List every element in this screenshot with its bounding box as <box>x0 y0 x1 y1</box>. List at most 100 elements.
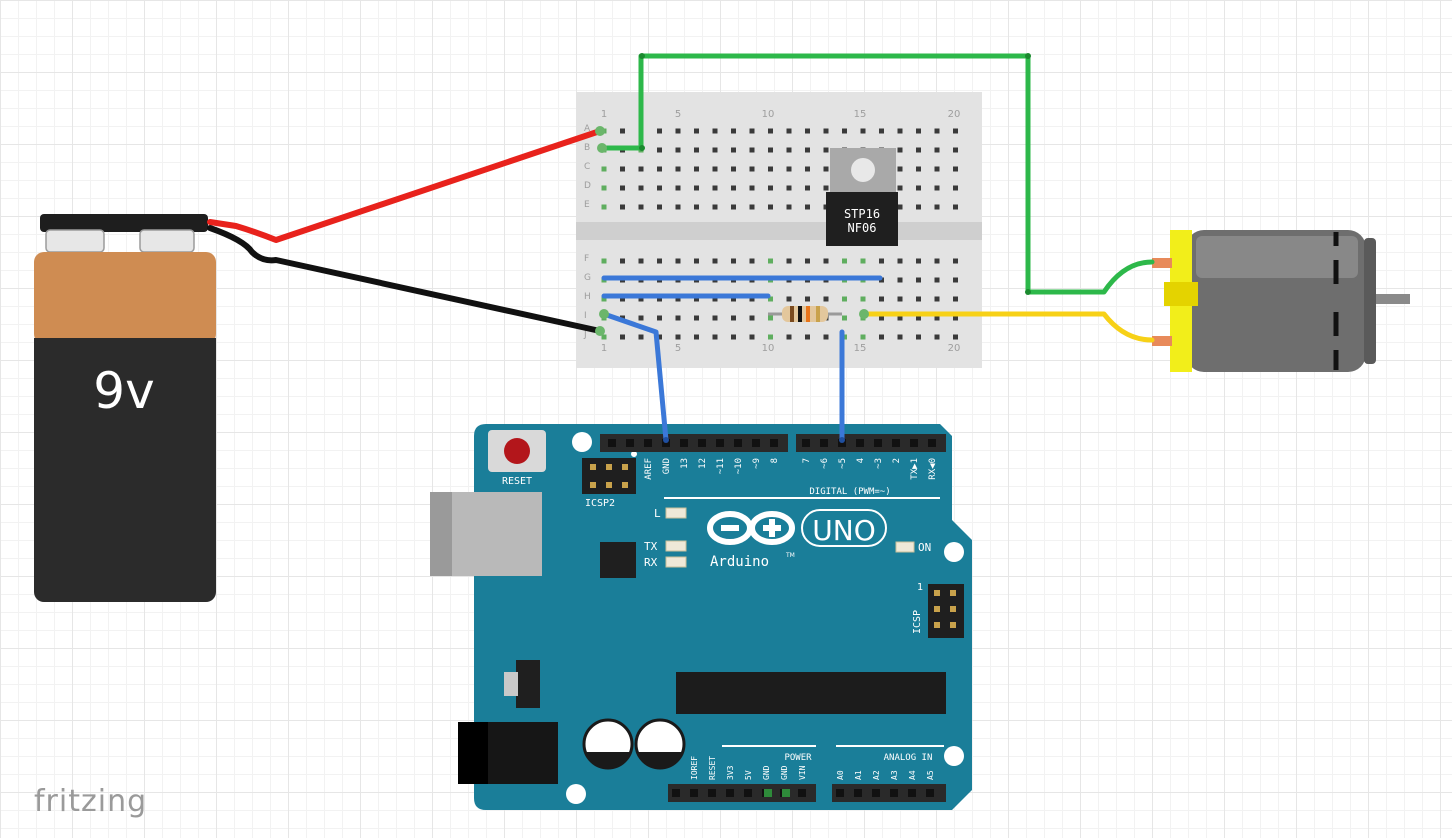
breadboard-hole[interactable] <box>805 185 810 191</box>
header-pin[interactable] <box>820 439 828 447</box>
breadboard-hole[interactable] <box>897 277 903 283</box>
breadboard-hole[interactable] <box>657 204 662 210</box>
breadboard-hole[interactable] <box>879 296 884 302</box>
breadboard-hole[interactable] <box>657 166 662 172</box>
breadboard-hole[interactable] <box>916 296 921 302</box>
breadboard-hole[interactable] <box>694 258 699 264</box>
dc-motor[interactable] <box>1152 230 1410 372</box>
breadboard-hole[interactable] <box>712 166 718 172</box>
header-pin[interactable] <box>836 789 844 797</box>
breadboard-hole[interactable] <box>953 185 958 191</box>
breadboard-hole[interactable] <box>638 185 644 191</box>
header-pin[interactable] <box>726 789 734 797</box>
breadboard-hole[interactable] <box>823 166 829 172</box>
breadboard-hole[interactable] <box>712 204 718 210</box>
breadboard-hole[interactable] <box>805 258 810 264</box>
header-pin[interactable] <box>734 439 742 447</box>
breadboard-hole[interactable] <box>786 128 792 134</box>
breadboard-hole[interactable] <box>934 258 940 264</box>
breadboard-hole[interactable] <box>916 185 921 191</box>
breadboard-hole[interactable] <box>786 334 792 340</box>
breadboard-hole[interactable] <box>879 334 884 340</box>
icsp-header[interactable] <box>928 584 964 638</box>
breadboard-hole[interactable] <box>934 277 940 283</box>
breadboard-hole[interactable] <box>916 128 921 134</box>
breadboard-hole[interactable] <box>823 185 829 191</box>
breadboard-hole[interactable] <box>694 296 699 302</box>
breadboard-hole[interactable] <box>768 128 773 134</box>
breadboard-hole[interactable] <box>712 185 718 191</box>
breadboard-hole[interactable] <box>712 296 718 302</box>
breadboard-hole[interactable] <box>694 147 699 153</box>
header-pin[interactable] <box>872 789 880 797</box>
breadboard-hole[interactable] <box>953 258 958 264</box>
header-pin[interactable] <box>672 789 680 797</box>
breadboard-hole[interactable] <box>842 296 847 302</box>
breadboard-hole[interactable] <box>675 185 681 191</box>
breadboard-hole[interactable] <box>675 258 681 264</box>
breadboard-hole[interactable] <box>657 334 662 340</box>
breadboard-hole[interactable] <box>768 147 773 153</box>
header-pin[interactable] <box>698 439 706 447</box>
breadboard-hole[interactable] <box>953 334 958 340</box>
breadboard-hole[interactable] <box>694 204 699 210</box>
breadboard-hole[interactable] <box>731 334 736 340</box>
breadboard-hole[interactable] <box>842 128 847 134</box>
breadboard-hole[interactable] <box>712 128 718 134</box>
motor-terminal-bottom[interactable] <box>1152 336 1172 346</box>
breadboard-hole[interactable] <box>879 258 884 264</box>
breadboard-hole[interactable] <box>953 128 958 134</box>
header-pin[interactable] <box>708 789 716 797</box>
breadboard-hole[interactable] <box>601 185 607 191</box>
breadboard-hole[interactable] <box>934 128 940 134</box>
breadboard-hole[interactable] <box>694 185 699 191</box>
header-pin[interactable] <box>608 439 616 447</box>
breadboard-hole[interactable] <box>638 204 644 210</box>
breadboard-hole[interactable] <box>749 334 755 340</box>
header-pin[interactable] <box>874 439 882 447</box>
battery-terminal-positive[interactable] <box>139 229 195 253</box>
breadboard-hole[interactable] <box>675 315 681 321</box>
breadboard-hole[interactable] <box>953 166 958 172</box>
breadboard-hole[interactable] <box>860 334 866 340</box>
breadboard-hole[interactable] <box>897 185 903 191</box>
breadboard-hole[interactable] <box>934 166 940 172</box>
breadboard-hole[interactable] <box>860 296 866 302</box>
digital-header-left[interactable] <box>600 434 788 452</box>
breadboard-hole[interactable] <box>897 334 903 340</box>
breadboard-hole[interactable] <box>768 334 773 340</box>
breadboard-hole[interactable] <box>916 258 921 264</box>
header-pin[interactable] <box>910 439 918 447</box>
breadboard-hole[interactable] <box>749 185 755 191</box>
breadboard-hole[interactable] <box>842 315 847 321</box>
breadboard-hole[interactable] <box>786 147 792 153</box>
breadboard-hole[interactable] <box>620 204 625 210</box>
breadboard-hole[interactable] <box>638 166 644 172</box>
arduino-uno[interactable]: RESET ICSP2 <box>430 424 972 810</box>
breadboard-hole[interactable] <box>916 204 921 210</box>
breadboard-hole[interactable] <box>786 296 792 302</box>
header-pin[interactable] <box>680 439 688 447</box>
breadboard-hole[interactable] <box>860 128 866 134</box>
breadboard-hole[interactable] <box>731 315 736 321</box>
breadboard-hole[interactable] <box>786 258 792 264</box>
motor-terminal-top[interactable] <box>1152 258 1172 268</box>
breadboard-hole[interactable] <box>694 334 699 340</box>
header-pin[interactable] <box>908 789 916 797</box>
header-pin[interactable] <box>892 439 900 447</box>
header-pin[interactable] <box>854 789 862 797</box>
battery-9v[interactable]: 9v <box>34 214 216 602</box>
breadboard-hole[interactable] <box>934 315 940 321</box>
header-pin[interactable] <box>716 439 724 447</box>
header-pin[interactable] <box>744 789 752 797</box>
breadboard-hole[interactable] <box>953 204 958 210</box>
breadboard-hole[interactable] <box>897 315 903 321</box>
breadboard-hole[interactable] <box>638 334 644 340</box>
breadboard-hole[interactable] <box>675 204 681 210</box>
breadboard-hole[interactable] <box>657 296 662 302</box>
breadboard-hole[interactable] <box>620 185 625 191</box>
breadboard-hole[interactable] <box>620 258 625 264</box>
breadboard-hole[interactable] <box>657 147 662 153</box>
breadboard-hole[interactable] <box>768 166 773 172</box>
power-header[interactable] <box>668 784 816 802</box>
